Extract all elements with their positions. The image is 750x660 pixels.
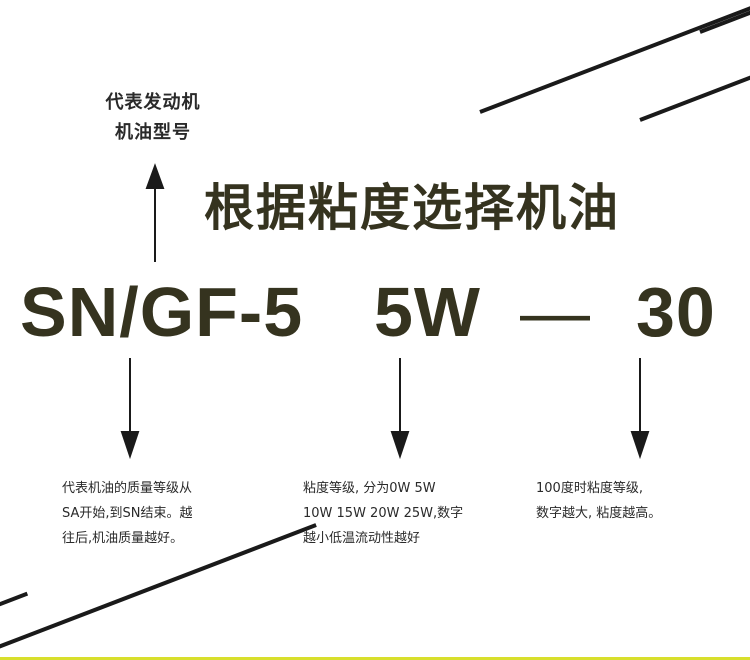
grade-code: SN/GF-5 [20,273,304,351]
cold-viscosity-description: 粘度等级, 分为0W 5W 10W 15W 20W 25W,数字 越小低温流动性… [303,476,463,551]
cold-desc-line: 10W 15W 20W 25W,数字 [303,506,464,521]
hot-desc-line: 数字越大, 粘度越高。 [536,506,662,521]
hot-viscosity-description: 100度时粘度等级, 数字越大, 粘度越高。 [536,476,661,526]
top-label-line1: 代表发动机 [105,92,201,113]
grade-description: 代表机油的质量等级从 SA开始,到SN结束。越 往后,机油质量越好。 [62,476,193,551]
accent-bar [0,657,750,660]
grade-desc-line: 代表机油的质量等级从 [62,481,193,496]
hot-viscosity-code: 30 [636,273,716,351]
dash-separator: — [520,273,591,351]
cold-viscosity-code: 5W [374,273,481,351]
grade-desc-line: SA开始,到SN结束。越 [62,506,193,521]
engine-oil-model-label: 代表发动机 机油型号 [88,88,218,148]
grade-desc-line: 往后,机油质量越好。 [62,531,184,546]
up-arrow-icon [145,163,165,262]
down-arrow-icon [630,358,650,460]
cold-desc-line: 粘度等级, 分为0W 5W [303,481,436,496]
down-arrow-icon [390,358,410,460]
page-title: 根据粘度选择机油 [204,179,620,237]
top-label-line2: 机油型号 [115,122,191,143]
down-arrow-icon [120,358,140,460]
cold-desc-line: 越小低温流动性越好 [303,531,421,546]
hot-desc-line: 100度时粘度等级, [536,481,643,496]
